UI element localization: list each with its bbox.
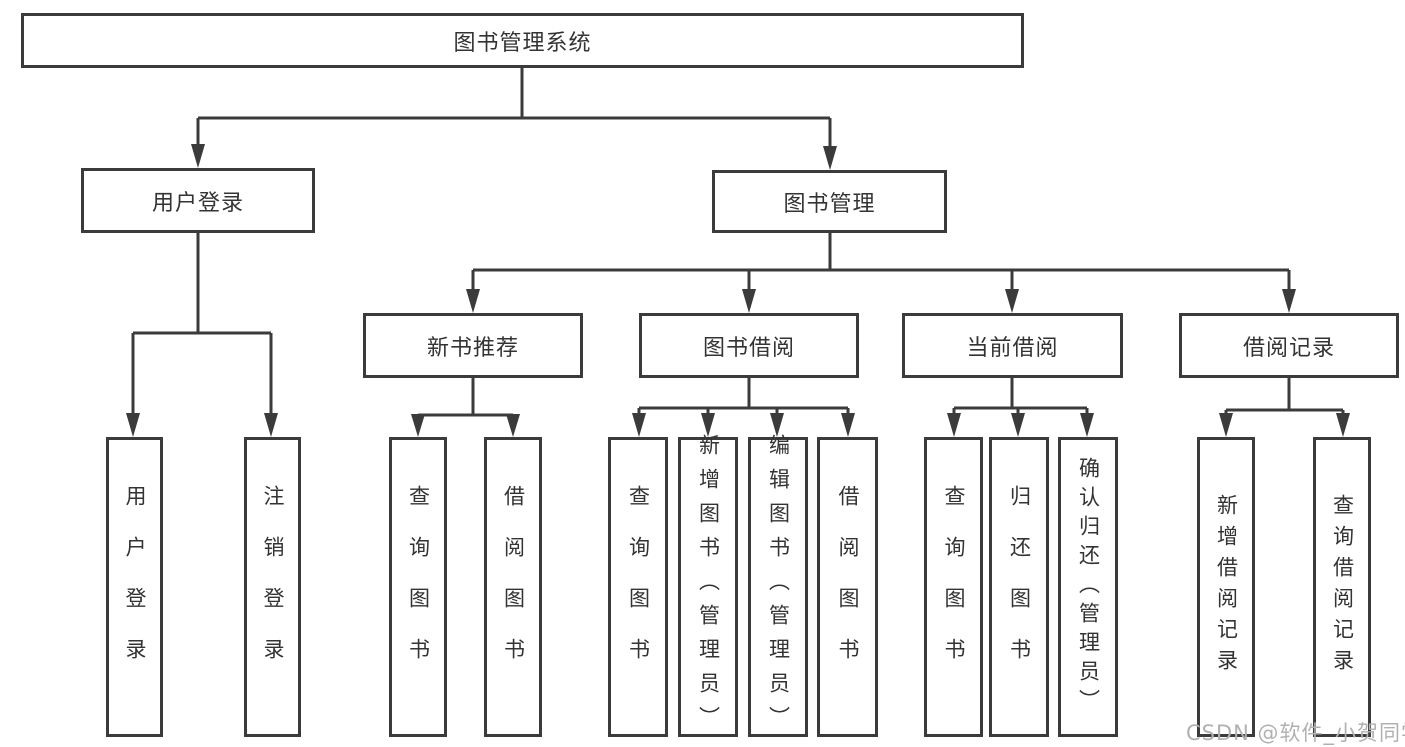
leaf-logout: 注销登录 <box>244 437 301 737</box>
node-current-borrow: 当前借阅 <box>902 313 1123 378</box>
leaf-query-book-current-label: 查询图书 <box>942 485 966 689</box>
leaf-query-borrow-record-label: 查询借阅记录 <box>1330 494 1355 680</box>
leaf-add-borrow-record-label: 新增借阅记录 <box>1214 494 1239 680</box>
leaf-user-login-label: 用户登录 <box>123 485 147 689</box>
leaf-borrow-book-recommend: 借阅图书 <box>484 437 542 737</box>
leaf-return-book-label: 归还图书 <box>1007 485 1032 689</box>
watermark: CSDN @软件_小贺同学 <box>1186 721 1405 745</box>
leaf-query-book-borrow: 查询图书 <box>608 437 668 737</box>
leaf-add-book: 新增图书（管理员） <box>678 434 738 740</box>
node-borrow-records: 借阅记录 <box>1179 313 1399 378</box>
leaf-query-borrow-record: 查询借阅记录 <box>1313 437 1371 737</box>
leaf-edit-book: 编辑图书（管理员） <box>748 434 808 740</box>
leaf-user-login: 用户登录 <box>106 437 163 737</box>
node-user-login: 用户登录 <box>81 168 315 233</box>
leaf-confirm-return: 确认归还（管理员） <box>1058 437 1118 737</box>
leaf-logout-label: 注销登录 <box>261 485 285 689</box>
leaf-query-book-current: 查询图书 <box>924 437 983 737</box>
leaf-query-book-recommend: 查询图书 <box>389 437 447 737</box>
leaf-borrow-book-recommend-label: 借阅图书 <box>501 485 526 689</box>
leaf-add-borrow-record: 新增借阅记录 <box>1197 437 1255 737</box>
node-new-book-recommend: 新书推荐 <box>363 313 583 378</box>
leaf-borrow-book-label: 借阅图书 <box>836 485 860 689</box>
leaf-return-book: 归还图书 <box>989 437 1049 737</box>
node-book-management: 图书管理 <box>712 170 947 233</box>
leaf-add-book-label: 新增图书（管理员） <box>696 434 721 740</box>
leaf-confirm-return-label: 确认归还（管理员） <box>1076 456 1101 718</box>
leaf-query-book-borrow-label: 查询图书 <box>626 485 651 689</box>
node-book-borrow: 图书借阅 <box>639 313 859 378</box>
leaf-query-book-recommend-label: 查询图书 <box>406 485 431 689</box>
node-root: 图书管理系统 <box>21 13 1024 68</box>
leaf-edit-book-label: 编辑图书（管理员） <box>766 434 791 740</box>
leaf-borrow-book: 借阅图书 <box>817 437 878 737</box>
